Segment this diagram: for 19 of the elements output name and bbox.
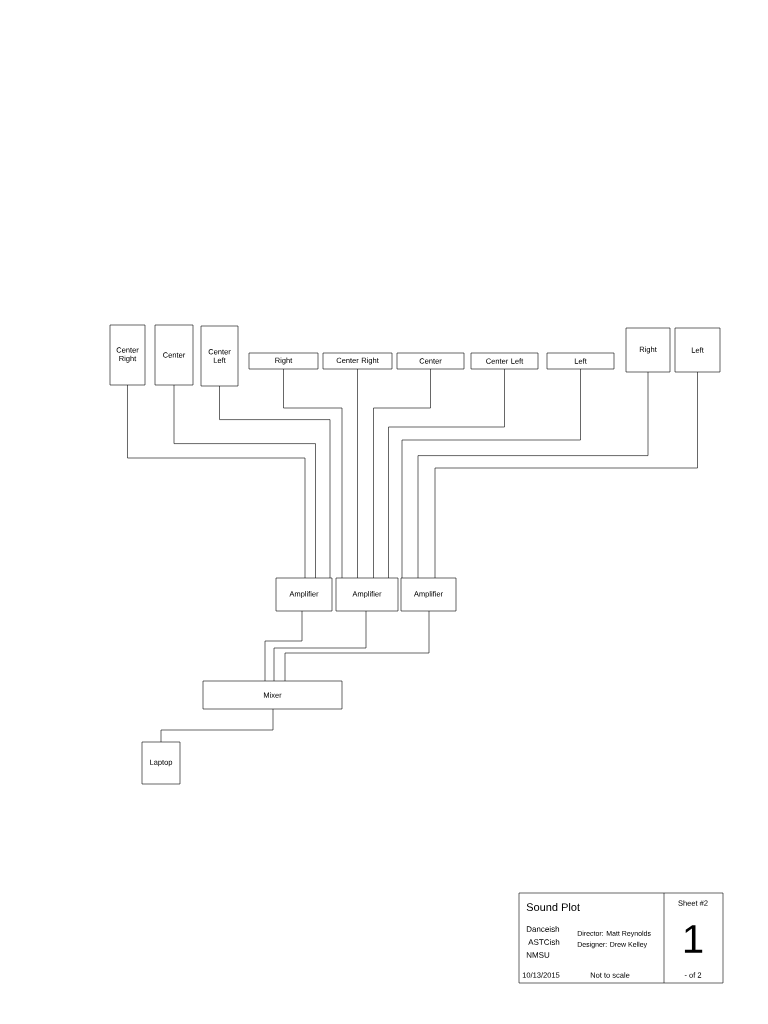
- cable: [373, 368, 431, 579]
- cable: [219, 385, 331, 579]
- cable: [401, 368, 581, 579]
- title-block-text: ASTCish: [528, 939, 560, 945]
- cable: [283, 368, 343, 579]
- cable: [417, 371, 649, 579]
- cable: [160, 708, 274, 743]
- cable: [284, 610, 430, 682]
- cable: [388, 368, 505, 579]
- cable: [357, 368, 358, 579]
- title-block-text: NMSU: [526, 952, 550, 958]
- cable: [127, 384, 306, 579]
- title-block-text: 1: [684, 925, 703, 953]
- cable: [273, 610, 367, 682]
- title-block-text: Sound Plot: [526, 902, 580, 912]
- cable: [173, 384, 316, 579]
- cable: [264, 610, 303, 682]
- cable: [434, 371, 698, 579]
- title-block-text: Danceish: [526, 926, 560, 932]
